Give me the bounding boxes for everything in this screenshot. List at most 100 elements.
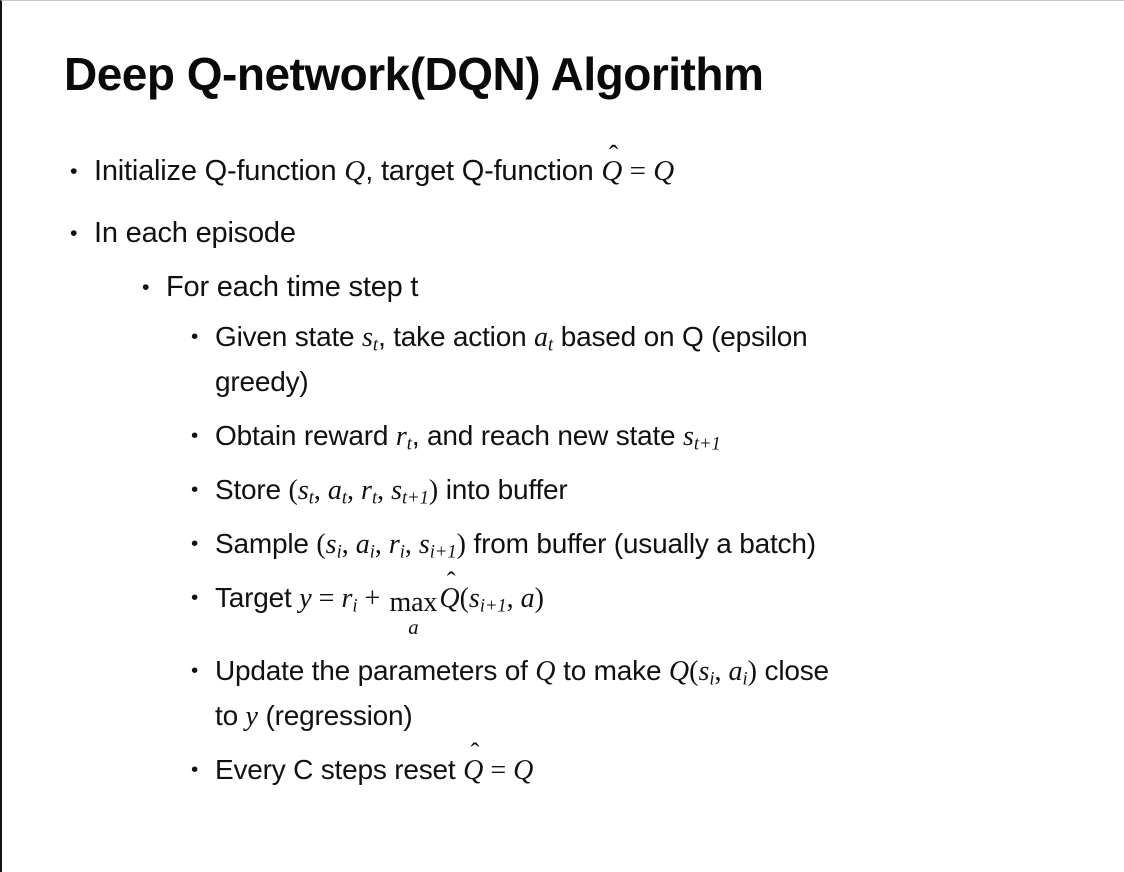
math-comma: , (714, 655, 729, 687)
subscript: i (336, 541, 342, 562)
math-symbol-s: s (362, 322, 373, 354)
text-segment: into buffer (438, 473, 568, 505)
bullet-text: Store (st, at, rt, st+1) into buffer (215, 468, 1110, 513)
bullet-item-obtain-reward: • Obtain reward rt, and reach new state … (191, 414, 1110, 459)
math-comma: , (377, 474, 392, 506)
bullet-text: For each time step t (166, 266, 1110, 310)
bullet-item-timestep: • For each time step t (142, 266, 1110, 310)
bullet-text: In each episode (94, 212, 1110, 256)
bullet-item-update-parameters: • Update the parameters of Q to make Q(s… (191, 649, 1110, 739)
text-segment: close (756, 654, 830, 686)
math-symbol-q: Q (513, 755, 534, 787)
text-segment: Given state (215, 321, 363, 353)
text-segment: Target (215, 582, 300, 614)
math-comma: , (374, 529, 389, 561)
bullet-marker: • (191, 325, 199, 349)
math-symbol-s: s (297, 474, 309, 506)
subscript: i+1 (479, 595, 507, 616)
bullet-marker: • (191, 532, 199, 556)
subscript: i (742, 668, 748, 689)
math-symbol-a: a (534, 322, 549, 354)
math-equals: = (622, 155, 654, 188)
text-segment: Store (215, 473, 289, 505)
subscript: t (341, 487, 348, 508)
math-equals: = (311, 583, 342, 615)
math-comma: , (313, 474, 328, 506)
math-symbol-s: s (468, 583, 480, 615)
math-symbol-s: s (325, 529, 337, 561)
subscript: t+1 (693, 432, 721, 453)
bullet-marker: • (70, 221, 78, 246)
subscript: i (709, 668, 715, 689)
math-symbol-a: a (520, 583, 535, 615)
subscript: i+1 (429, 541, 457, 562)
max-label: max (389, 587, 438, 619)
bullet-text: Sample (si, ai, ri, si+1) from buffer (u… (215, 522, 1110, 567)
text-segment: For each time step t (166, 271, 419, 304)
subscript: i (352, 595, 358, 616)
math-equals: = (483, 755, 514, 787)
subscript: t (548, 334, 554, 355)
math-symbol-q: Q (439, 583, 460, 615)
text-segment: from buffer (usually a batch) (465, 528, 816, 560)
bullet-item-sample-buffer: • Sample (si, ai, ri, si+1) from buffer … (191, 522, 1110, 567)
hat-accent: ˆ (446, 565, 456, 596)
math-symbol-s: s (698, 655, 710, 687)
text-segment: Obtain reward (215, 419, 396, 451)
bullet-marker: • (191, 758, 199, 782)
math-symbol-r: r (361, 474, 372, 506)
bullet-marker: • (191, 477, 199, 501)
text-segment: , take action (378, 321, 535, 353)
hat-accent: ˆ (470, 737, 480, 768)
math-symbol-r: r (388, 529, 400, 561)
math-symbol-q: Q (463, 755, 484, 787)
text-segment: Initialize Q-function (94, 155, 345, 188)
bullet-text: Obtain reward rt, and reach new state st… (215, 414, 1110, 459)
math-paren: ( (288, 474, 298, 506)
math-paren: ( (316, 529, 326, 561)
math-paren: ) (456, 529, 466, 561)
bullet-item-episode: • In each episode (70, 212, 1110, 256)
subscript: t (372, 334, 379, 355)
math-symbol-y: y (245, 700, 258, 732)
math-symbol-a: a (355, 529, 370, 561)
text-segment: to (215, 699, 246, 731)
math-comma: , (404, 529, 419, 561)
bullet-text: Update the parameters of Q to make Q(si,… (215, 649, 1110, 739)
math-paren: ) (534, 583, 544, 615)
math-paren: ) (428, 474, 439, 506)
text-segment: Update the parameters of (215, 654, 536, 686)
subscript: i (399, 541, 405, 562)
bullet-text: Given state st, take action at based on … (215, 315, 1110, 404)
text-segment: Sample (215, 528, 317, 560)
math-symbol-s: s (391, 474, 402, 506)
math-comma: , (506, 583, 521, 615)
math-paren: ) (747, 655, 757, 687)
bullet-marker: • (70, 159, 78, 184)
bullet-marker: • (191, 658, 199, 682)
hat-accent: ˆ (609, 139, 619, 171)
text-segment: to make (555, 654, 669, 686)
bullet-item-initialize: • Initialize Q-function Q, target Q-func… (70, 141, 1110, 194)
math-plus: + (357, 583, 388, 615)
text-segment: , and reach new state (411, 419, 683, 451)
math-symbol-q: Q (653, 155, 675, 188)
math-comma: , (341, 529, 356, 561)
subscript: t+1 (401, 487, 429, 508)
text-segment: In each episode (94, 217, 296, 250)
math-symbol-r: r (395, 420, 407, 452)
subscript: t (308, 487, 314, 508)
text-segment: greedy) (215, 366, 309, 398)
subscript: t (406, 432, 412, 453)
math-comma: , (347, 474, 362, 506)
math-symbol-q: Q (601, 155, 623, 188)
bullet-marker: • (191, 586, 199, 610)
math-symbol-s: s (683, 420, 694, 452)
